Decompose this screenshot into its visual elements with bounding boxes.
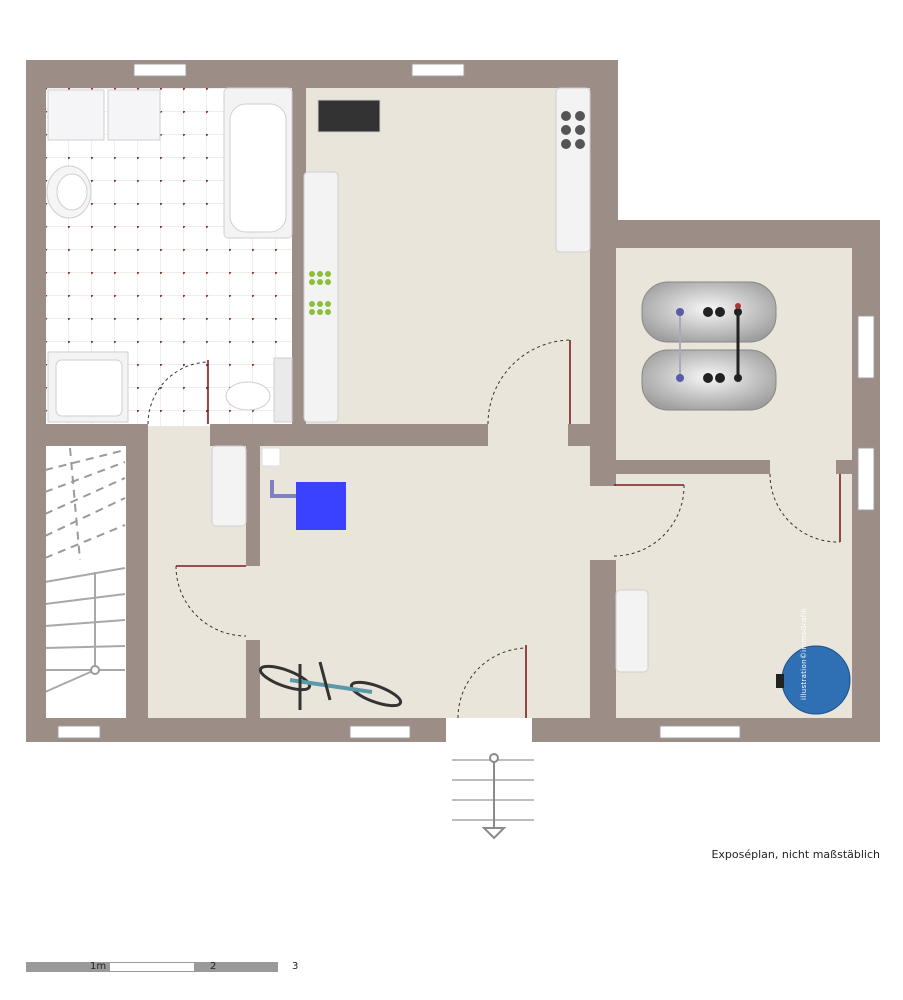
scale-bar: 1m 2 3: [26, 961, 298, 972]
scale-segment: [194, 962, 278, 972]
scale-label-3: 3: [292, 961, 299, 972]
round-tank: [781, 645, 851, 715]
entrance-stairs: [444, 738, 542, 842]
oil-tanks: [641, 281, 777, 411]
bathroom-fixtures: [46, 87, 293, 423]
scale-label-1m: 1m: [90, 961, 107, 972]
storage-items: [615, 589, 851, 715]
credit: illustration©immoGrafik: [800, 607, 808, 700]
scale-segment: [26, 962, 110, 972]
hallway-items: [211, 445, 346, 530]
windows: [57, 63, 875, 739]
plan-caption: Exposéplan, nicht maßstäblich: [711, 848, 880, 861]
staircase: [44, 446, 127, 718]
doors: [147, 339, 841, 719]
boiler: [296, 482, 346, 530]
scale-label-2: 2: [210, 961, 217, 972]
bottle-crates: [309, 271, 331, 315]
stove-burners: [561, 111, 585, 149]
scale-segment: [110, 962, 194, 972]
bicycle-icon: [258, 661, 403, 710]
